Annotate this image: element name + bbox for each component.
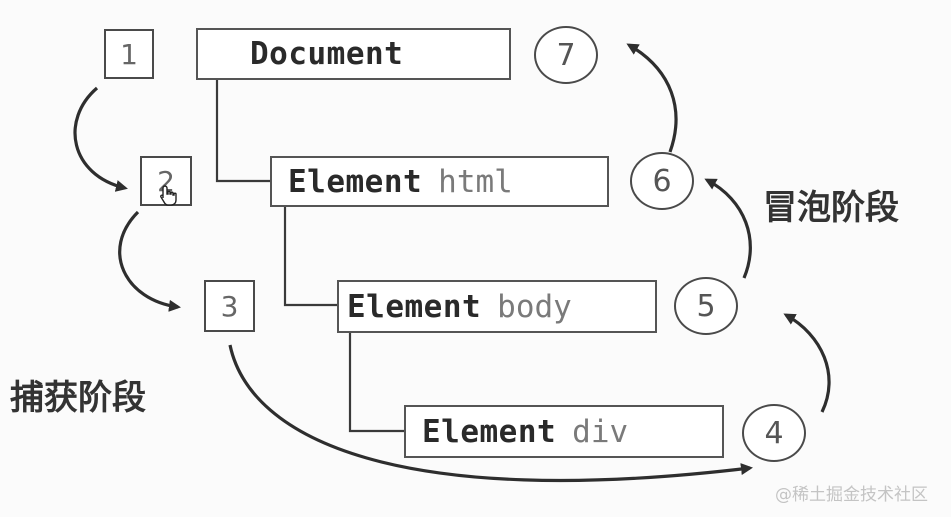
node-html-tag: html	[438, 163, 513, 200]
arrow-step3-to-step4	[228, 344, 753, 483]
capture-step-3-number: 3	[220, 289, 239, 323]
bubble-step-5: 5	[674, 277, 738, 335]
node-document: Document	[196, 28, 511, 80]
tree-line-html-body	[283, 206, 339, 307]
arrow-step4-to-step5	[783, 313, 831, 413]
node-body-keyword: Element	[347, 288, 482, 325]
capture-arrows	[73, 86, 753, 483]
node-element-html: Element html	[270, 156, 609, 207]
capture-step-3: 3	[204, 280, 255, 332]
node-div-keyword: Element	[422, 413, 557, 450]
tree-line-document-html	[215, 80, 271, 183]
node-html-keyword: Element	[288, 163, 423, 200]
arrow-step1-to-step2	[73, 86, 128, 192]
arrow-step6-to-step7	[626, 43, 678, 153]
node-document-keyword: Document	[250, 36, 404, 72]
capture-step-1: 1	[104, 29, 154, 79]
bubble-phase-label: 冒泡阶段	[763, 188, 899, 228]
tree-lines	[215, 80, 405, 433]
node-div-tag: div	[572, 413, 629, 450]
bubble-step-5-number: 5	[696, 288, 716, 324]
hand-pointer-icon	[158, 184, 180, 210]
bubble-step-6: 6	[630, 152, 694, 210]
capture-step-1-number: 1	[120, 37, 138, 71]
bubble-step-4: 4	[742, 404, 806, 462]
bubble-step-4-number: 4	[764, 415, 784, 451]
bubble-arrows	[626, 43, 831, 413]
capture-phase-label: 捕获阶段	[10, 378, 146, 418]
node-element-div: Element div	[404, 405, 724, 458]
arrow-step2-to-step3	[118, 210, 181, 312]
arrow-step5-to-step6	[704, 178, 752, 279]
node-element-body: Element body	[337, 280, 657, 333]
node-body-tag: body	[497, 288, 572, 325]
bubble-step-7-number: 7	[556, 37, 576, 73]
bubble-step-7: 7	[534, 26, 598, 84]
watermark: @稀土掘金技术社区	[775, 485, 928, 505]
bubble-step-6-number: 6	[652, 163, 672, 199]
capture-step-2-number: 2	[157, 164, 175, 198]
tree-line-body-div	[348, 332, 405, 433]
